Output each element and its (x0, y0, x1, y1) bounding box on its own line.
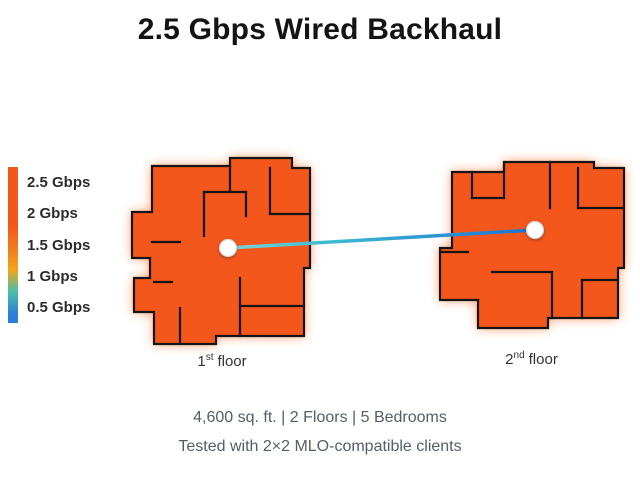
floor-1-suffix: st (205, 352, 214, 363)
figure-title: 2.5 Gbps Wired Backhaul (137, 13, 503, 46)
legend-labels: 2.5 Gbps 2 Gbps 1.5 Gbps 1 Gbps 0.5 Gbps (27, 167, 90, 323)
legend-gradient-bar (8, 167, 18, 323)
floor-2-suffix: nd (513, 350, 525, 361)
floorplan-1-walls (150, 164, 312, 346)
floorplan-2-walls (438, 160, 626, 320)
legend-item-1gbps: 1 Gbps (27, 267, 78, 285)
floorplan-1-heatmap (130, 156, 312, 346)
legend-item-2gbps: 2 Gbps (27, 205, 78, 223)
test-conditions-text: Tested with 2×2 MLO-compatible clients (178, 438, 462, 455)
legend-item-2-5gbps: 2.5 Gbps (27, 174, 91, 191)
legend-item-0-5gbps: 0.5 Gbps (27, 299, 91, 316)
floor-2-word: floor (528, 351, 558, 368)
house-specs-text: 4,600 sq. ft. | 2 Floors | 5 Bedrooms (193, 409, 447, 426)
floor-2-ordinal: 2 (505, 351, 514, 368)
floor-1-ordinal: 1 (197, 353, 206, 370)
floorplan-2-heatmap (438, 160, 626, 330)
throughput-legend: 2.5 Gbps 2 Gbps 1.5 Gbps 1 Gbps 0.5 Gbps (8, 167, 90, 323)
floor-1-word: floor (217, 353, 247, 370)
legend-item-1-5gbps: 1.5 Gbps (27, 236, 91, 254)
footer: 4,600 sq. ft. | 2 Floors | 5 Bedrooms Te… (0, 409, 640, 467)
